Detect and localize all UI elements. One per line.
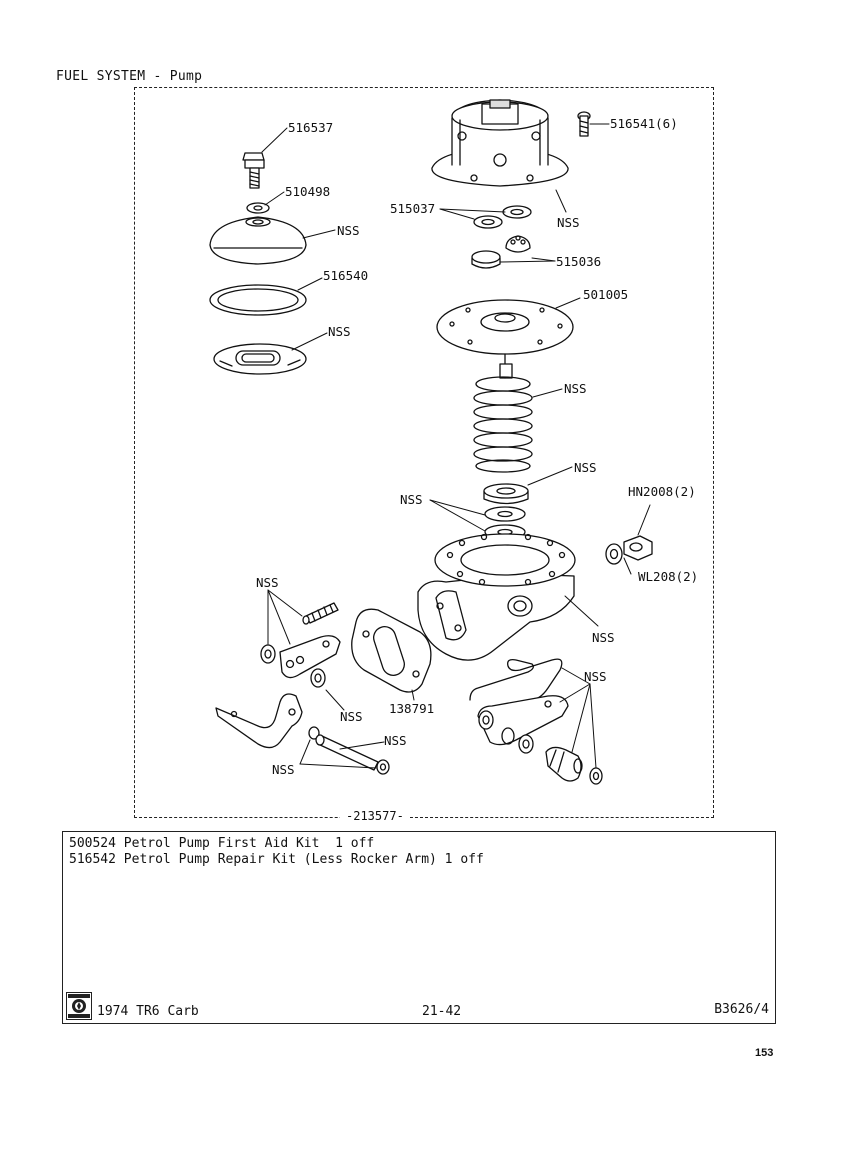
label-nss-washers: NSS bbox=[400, 492, 423, 507]
british-leyland-logo bbox=[66, 992, 92, 1020]
label-nss-gasket: NSS bbox=[328, 324, 351, 339]
dome-cover-part bbox=[209, 216, 307, 265]
label-wl208: WL208(2) bbox=[638, 569, 698, 584]
label-nss-cover: NSS bbox=[337, 223, 360, 238]
nut-hn2008-part bbox=[623, 535, 653, 561]
page-number: 153 bbox=[755, 1047, 774, 1059]
kit-line: 516542 Petrol Pump Repair Kit (Less Rock… bbox=[69, 852, 484, 867]
oil-seal-part bbox=[483, 483, 529, 505]
label-nss-rocker-parts: NSS bbox=[584, 669, 607, 684]
page-title: FUEL SYSTEM - Pump bbox=[56, 69, 203, 84]
screw-516541-part bbox=[577, 111, 591, 137]
label-515037: 515037 bbox=[390, 201, 435, 216]
diagram-frame bbox=[134, 87, 714, 818]
label-nss-link: NSS bbox=[256, 575, 279, 590]
rocker-arm-part bbox=[215, 693, 303, 749]
label-nss-spring: NSS bbox=[564, 381, 587, 396]
label-510498: 510498 bbox=[285, 184, 330, 199]
leader-lines bbox=[261, 123, 651, 769]
bolt-516537-part bbox=[242, 152, 265, 189]
link-bracket-part bbox=[260, 635, 341, 688]
footer-page-ref: 21-42 bbox=[422, 1004, 462, 1019]
washer-510498-part bbox=[246, 202, 270, 214]
footer-model: 1974 TR6 Carb bbox=[97, 1004, 199, 1019]
washer-wl208-part bbox=[605, 543, 623, 565]
label-nss-pin-left: NSS bbox=[272, 762, 295, 777]
pump-lower-body-part bbox=[417, 533, 576, 661]
label-nss-pin-right: NSS bbox=[384, 733, 407, 748]
label-nss-link-bottom: NSS bbox=[340, 709, 363, 724]
label-515036: 515036 bbox=[556, 254, 601, 269]
filter-gauze-part bbox=[213, 343, 307, 375]
label-516541: 516541(6) bbox=[610, 116, 678, 131]
label-nss-seal: NSS bbox=[574, 460, 597, 475]
plunger-part bbox=[545, 746, 603, 785]
pivot-pin-part bbox=[308, 726, 390, 775]
insulator-138791-part bbox=[351, 608, 432, 693]
label-501005: 501005 bbox=[583, 287, 628, 302]
label-nss-lower-body: NSS bbox=[592, 630, 615, 645]
label-hn2008: HN2008(2) bbox=[628, 484, 696, 499]
label-516537: 516537 bbox=[288, 120, 333, 135]
return-spring-part bbox=[469, 658, 563, 701]
kit-list-box: 500524 Petrol Pump First Aid Kit 1 off 5… bbox=[62, 831, 776, 1024]
valves-515036-part bbox=[471, 235, 531, 269]
pump-upper-body-part bbox=[431, 99, 569, 187]
footer-doc-code: B3626/4 bbox=[714, 1002, 769, 1017]
assembly-number: -213577- bbox=[340, 809, 410, 823]
spring-part bbox=[473, 363, 533, 473]
valve-gaskets-515037-part bbox=[473, 205, 532, 229]
rocker-lever-part bbox=[477, 695, 569, 754]
bolt-link-part bbox=[302, 602, 339, 625]
label-516540: 516540 bbox=[323, 268, 368, 283]
kit-line: 500524 Petrol Pump First Aid Kit 1 off bbox=[69, 836, 375, 851]
diaphragm-501005-part bbox=[436, 299, 574, 379]
label-138791: 138791 bbox=[389, 701, 434, 716]
gasket-ring-516540-part bbox=[209, 284, 307, 316]
label-nss-body: NSS bbox=[557, 215, 580, 230]
